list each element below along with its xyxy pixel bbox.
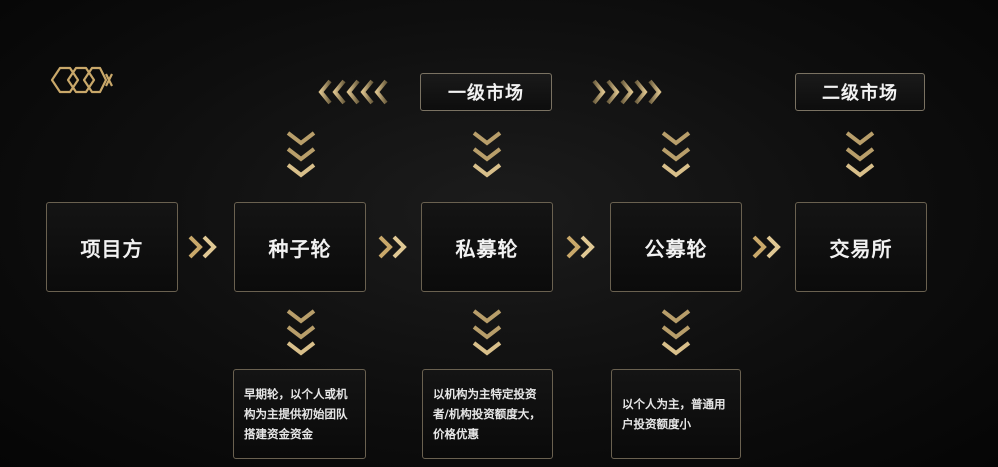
chevrons-down-icon (286, 131, 316, 178)
chevron-right-icon (188, 235, 217, 259)
chevron-right-icon (378, 235, 407, 259)
chevrons-down-icon (845, 131, 875, 178)
chevrons-down-icon (661, 131, 691, 178)
chevron-right-icon (752, 235, 781, 259)
primary-market-label: 一级市场 (420, 73, 552, 111)
stage-private-label: 私募轮 (455, 236, 519, 261)
chain-links-logo-icon (50, 66, 113, 94)
note-public: 以个人为主，普通用户投资额度小 (611, 369, 741, 459)
stage-exchange: 交易所 (795, 202, 927, 292)
note-seed-text: 早期轮，以个人或机构为主提供初始团队搭建资金资金 (244, 387, 348, 441)
chevron-right-icon (566, 235, 595, 259)
chevrons-right-icon (592, 79, 662, 105)
secondary-market-text: 二级市场 (822, 83, 898, 104)
stage-exchange-label: 交易所 (829, 236, 893, 261)
stage-project-label: 项目方 (80, 236, 144, 261)
chevrons-down-icon (661, 309, 691, 356)
chevrons-down-icon (286, 309, 316, 356)
stage-project: 项目方 (46, 202, 178, 292)
stage-public-round: 公募轮 (610, 202, 742, 292)
stage-seed-round: 种子轮 (234, 202, 366, 292)
stage-seed-label: 种子轮 (268, 236, 332, 261)
secondary-market-label: 二级市场 (795, 73, 925, 111)
chevrons-down-icon (472, 309, 502, 356)
chevrons-left-icon (318, 79, 388, 105)
chevrons-down-icon (472, 131, 502, 178)
note-seed: 早期轮，以个人或机构为主提供初始团队搭建资金资金 (233, 369, 366, 459)
note-private-text: 以机构为主特定投资者/机构投资额度大，价格优惠 (433, 387, 541, 441)
stage-private-round: 私募轮 (421, 202, 553, 292)
stage-public-label: 公募轮 (644, 236, 708, 261)
note-private: 以机构为主特定投资者/机构投资额度大，价格优惠 (422, 369, 553, 459)
primary-market-text: 一级市场 (448, 83, 524, 104)
note-public-text: 以个人为主，普通用户投资额度小 (622, 397, 726, 431)
